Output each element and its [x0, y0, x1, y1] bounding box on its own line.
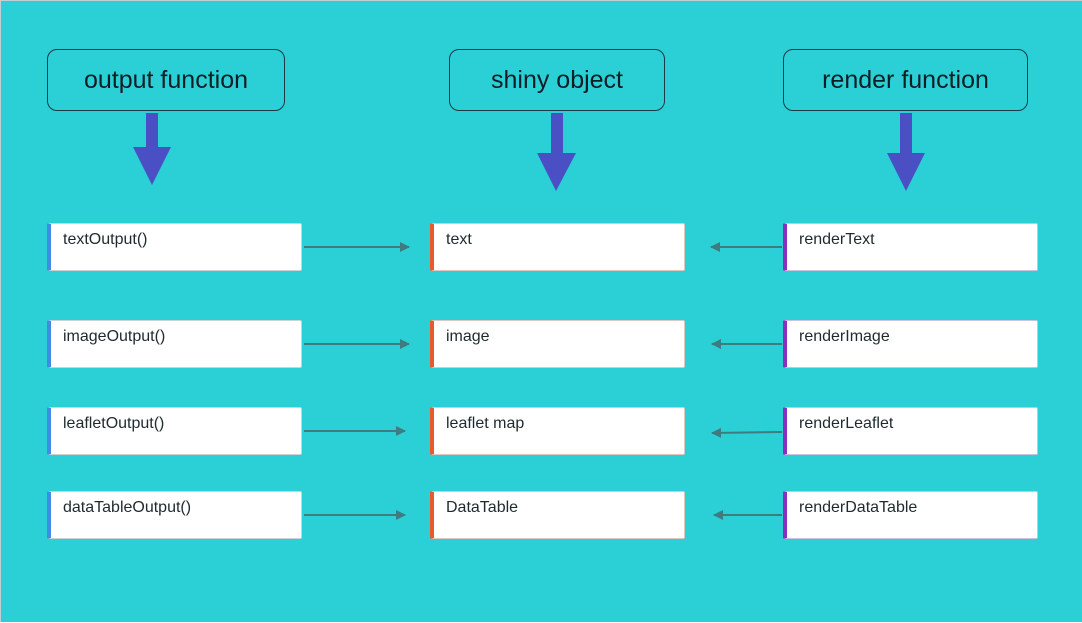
header-render-function: render function: [783, 49, 1028, 111]
output-card-datatable: dataTableOutput(): [47, 491, 302, 539]
output-card-image: imageOutput(): [47, 320, 302, 368]
output-card-text: textOutput(): [47, 223, 302, 271]
render-card-datatable: renderDataTable: [783, 491, 1038, 539]
connector-arrow-render-to-object: [711, 427, 783, 438]
render-card-text: renderText: [783, 223, 1038, 271]
down-arrow-render: [887, 113, 925, 191]
down-arrow-output: [133, 113, 171, 185]
object-card-datatable: DataTable: [430, 491, 685, 539]
object-card-image: image: [430, 320, 685, 368]
render-card-leaflet: renderLeaflet: [783, 407, 1038, 455]
header-output-function: output function: [47, 49, 285, 111]
down-arrow-object: [537, 113, 576, 191]
render-card-image: renderImage: [783, 320, 1038, 368]
object-card-leaflet: leaflet map: [430, 407, 685, 455]
header-shiny-object: shiny object: [449, 49, 665, 111]
object-card-text: text: [430, 223, 685, 271]
output-card-leaflet: leafletOutput(): [47, 407, 302, 455]
